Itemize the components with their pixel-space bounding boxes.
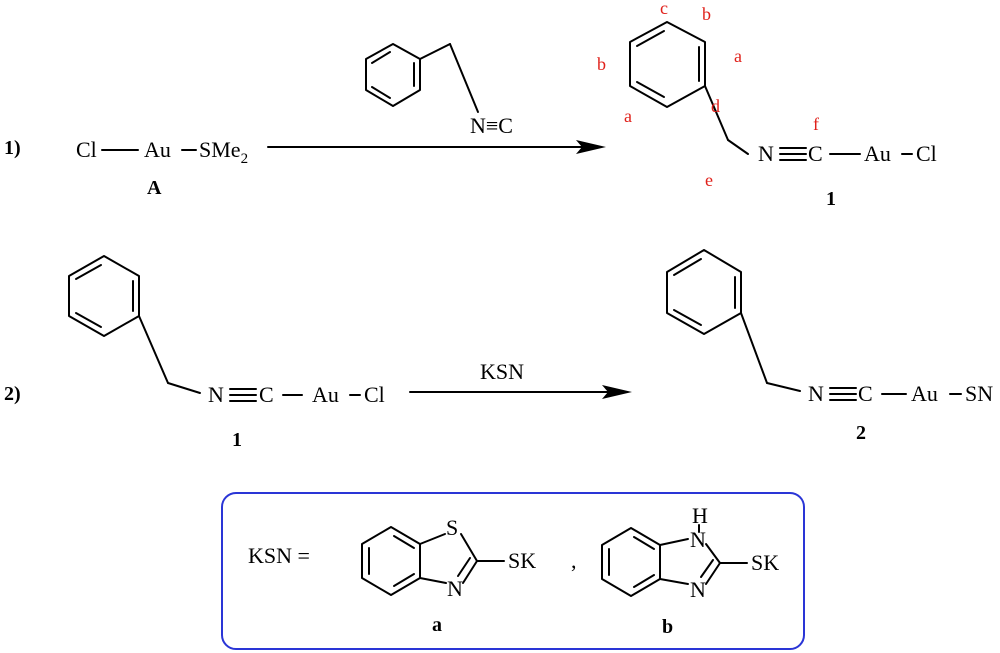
c-atom: C: [858, 381, 873, 406]
step-1-label: 1): [4, 137, 21, 159]
reaction-arrow-1: [267, 140, 606, 154]
atom-label-a: a: [624, 106, 632, 126]
product-1: N C Au Cl 1 c b b a a d e f: [597, 0, 937, 210]
n-atom: N: [808, 381, 824, 406]
compound-A-label: A: [147, 177, 162, 199]
benzothiazole-structure-a: S N SK a: [361, 515, 536, 636]
nitrogen-atom: N: [447, 576, 463, 601]
step-2-label: 2): [4, 383, 21, 405]
benzyl-isocyanide-reagent: N≡C: [365, 43, 513, 138]
atom-label-c: c: [660, 0, 668, 18]
n-atom: N: [208, 382, 224, 407]
ksn-equals-label: KSN =: [248, 543, 310, 568]
sk-group: SK: [508, 548, 536, 573]
ksn-legend-box: [221, 492, 805, 650]
c-atom: C: [259, 382, 274, 407]
product-2: N C Au SN 2: [666, 249, 993, 444]
compound-2-label: 2: [856, 422, 866, 444]
au-atom: Au: [864, 141, 891, 166]
sme-group: SMe2: [199, 137, 248, 167]
benzimidazole-structure-b: H N N SK b: [601, 503, 779, 638]
structure-a-label: a: [432, 614, 442, 636]
sulfur-atom: S: [446, 515, 458, 540]
atom-label-a: a: [734, 46, 742, 66]
atom-label-f: f: [813, 114, 819, 134]
hydrogen-atom: H: [692, 503, 708, 528]
sk-group: SK: [751, 550, 779, 575]
compound-1-label: 1: [232, 429, 242, 451]
n-atom: N: [758, 141, 774, 166]
reaction-arrow-2: [409, 385, 632, 399]
reactant-1: N C Au Cl 1: [68, 255, 385, 451]
separator-comma: ,: [571, 548, 577, 573]
nitrogen-atom: N: [690, 577, 706, 602]
atom-label-b: b: [702, 4, 711, 24]
au-atom: Au: [312, 382, 339, 407]
nh-nitrogen-atom: N: [690, 527, 706, 552]
atom-label-e: e: [705, 170, 713, 190]
cl-atom: Cl: [76, 137, 97, 162]
ksn-reagent-text: KSN: [480, 359, 524, 384]
au-atom: Au: [911, 381, 938, 406]
structure-b-label: b: [662, 616, 673, 638]
compound-1-label: 1: [826, 188, 836, 210]
cl-atom: Cl: [916, 141, 937, 166]
sn-group: SN: [965, 381, 993, 406]
isocyanide-text: N≡C: [470, 113, 513, 138]
cl-atom: Cl: [364, 382, 385, 407]
c-atom: C: [808, 141, 823, 166]
au-atom: Au: [144, 137, 171, 162]
reactant-A: Cl Au SMe2 A: [76, 137, 248, 199]
atom-label-d: d: [711, 96, 720, 116]
atom-label-b: b: [597, 54, 606, 74]
